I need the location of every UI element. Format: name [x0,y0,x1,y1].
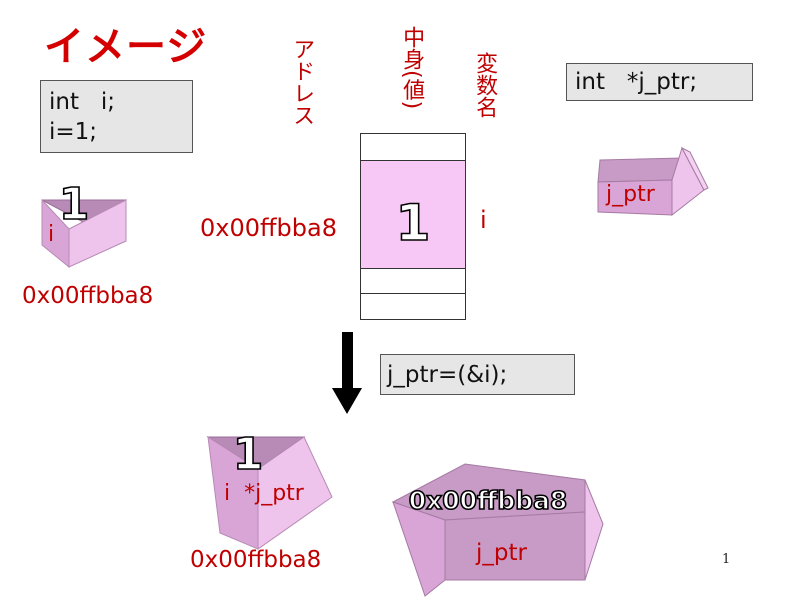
code-line: i=1; [49,119,98,145]
variable-box-i-after: 1 [206,428,333,550]
page-title: イメージ [44,24,208,70]
svg-text:1: 1 [233,429,264,480]
variable-box-i: 1 [41,178,128,269]
page-number: 1 [722,552,731,567]
down-arrow-icon [332,332,362,414]
box-i-after-label: i *j_ptr [224,481,304,506]
svg-text:0x00ffbba8: 0x00ffbba8 [409,486,568,515]
label-contents: 中身(値) [399,26,425,110]
box-i-address: 0x00ffbba8 [22,283,154,309]
memory-cell [361,294,465,319]
box-i-label: i [48,222,55,247]
memory-address: 0x00ffbba8 [200,214,337,242]
code-box-assign: j_ptr=(&i); [380,354,575,395]
svg-text:1: 1 [59,179,90,230]
pointer-value-address: 0x00ffbba8 [408,485,568,516]
memory-table [360,133,466,320]
svg-text:1: 1 [396,194,431,252]
code-line: int i; [49,89,116,115]
pointer-box-j-ptr [597,146,709,217]
pointer-box-j-ptr-after [391,463,604,597]
pointer-after-label: j_ptr [476,540,527,566]
memory-value-number: 1 [395,193,431,253]
label-variable-name: 変数名 [472,52,498,118]
label-address: アドレス [289,38,315,126]
code-box-declare-ptr: int *j_ptr; [566,63,753,101]
box-i-after-address: 0x00ffbba8 [190,547,322,573]
memory-var-name: i [480,206,487,234]
code-box-declare-i: int i; i=1; [40,80,193,153]
pointer-label: j_ptr [606,182,655,207]
memory-cell [361,134,465,161]
memory-cell-i [361,161,465,269]
memory-cell [361,269,465,294]
